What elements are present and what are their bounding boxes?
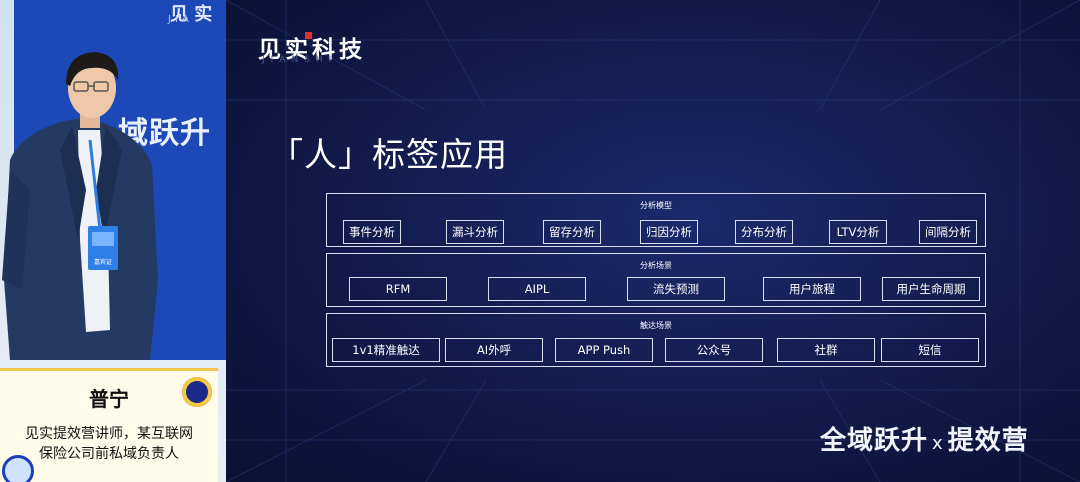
tag-box: 流失预测 <box>627 277 725 301</box>
caption-circle-decoration <box>182 377 212 407</box>
tag-box: LTV分析 <box>829 220 887 244</box>
event-brand-left: 全域跃升 <box>820 426 929 456</box>
event-brand-x: x <box>932 433 944 454</box>
tag-box: 事件分析 <box>343 220 401 244</box>
speaker-title-line2: 保险公司前私域负责人 <box>39 446 179 462</box>
company-logo-subtext: JIANSHI <box>262 55 338 65</box>
section-label: 触达场景 <box>640 321 672 330</box>
backdrop-top-text: 见 实 <box>170 4 213 25</box>
section-analysis-models: 分析模型 事件分析 漏斗分析 留存分析 归因分析 分布分析 LTV分析 间隔分析 <box>326 193 986 247</box>
section-label: 分析场景 <box>640 261 672 270</box>
speaker-name: 普宁 <box>89 387 129 411</box>
section-label: 分析模型 <box>640 201 672 210</box>
tag-box: 漏斗分析 <box>446 220 504 244</box>
tag-box: 间隔分析 <box>919 220 977 244</box>
slide-title: 「人」标签应用 <box>270 135 508 174</box>
section-touch-scenarios: 触达场景 1v1精准触达 AI外呼 APP Push 公众号 社群 短信 <box>326 313 986 367</box>
perspective-grid-background <box>226 0 1080 482</box>
tag-box: 用户旅程 <box>763 277 861 301</box>
tag-box: 公众号 <box>665 338 763 362</box>
company-logo: 见实科技 <box>258 30 366 64</box>
tag-box: RFM <box>349 277 447 301</box>
speaker-figure: 嘉宾证 <box>2 52 158 360</box>
speaker-title-line1: 见实提效营讲师，某互联网 <box>25 426 193 442</box>
tag-box: 留存分析 <box>543 220 601 244</box>
tag-box: 归因分析 <box>640 220 698 244</box>
logo-red-dot <box>305 32 312 39</box>
backdrop-top-subtext: JIA <box>168 14 193 25</box>
tag-box: AIPL <box>488 277 586 301</box>
speaker-video-panel: 见 实 JIA 域跃升 嘉宾证 普宁 见实提效营讲师，某互联网 保险公司前私域 <box>0 0 226 482</box>
tag-box: 分布分析 <box>735 220 793 244</box>
tag-box: 用户生命周期 <box>882 277 980 301</box>
event-brand-right: 提效营 <box>947 426 1029 456</box>
tag-box: APP Push <box>555 338 653 362</box>
tag-box: 1v1精准触达 <box>332 338 440 362</box>
speaker-caption: 普宁 见实提效营讲师，某互联网 保险公司前私域负责人 <box>0 368 218 482</box>
tag-box: 社群 <box>777 338 875 362</box>
caption-circle-decoration-small <box>2 455 34 482</box>
company-logo-text: 见实科技 <box>258 37 366 63</box>
presentation-slide: 见实科技 JIANSHI 「人」标签应用 分析模型 事件分析 漏斗分析 留存分析… <box>226 0 1080 482</box>
tag-box: 短信 <box>881 338 979 362</box>
section-analysis-scenarios: 分析场景 RFM AIPL 流失预测 用户旅程 用户生命周期 <box>326 253 986 307</box>
tag-box: AI外呼 <box>445 338 543 362</box>
badge-text: 嘉宾证 <box>94 258 112 266</box>
